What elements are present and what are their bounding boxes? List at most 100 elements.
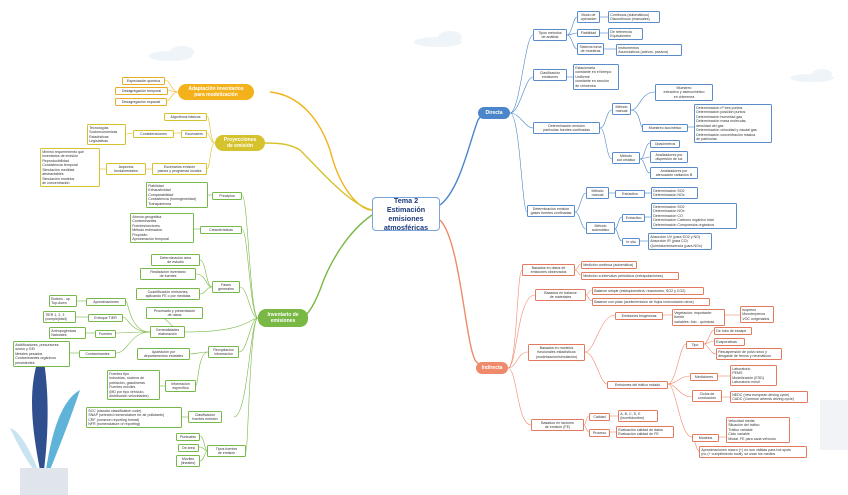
- node-contaminantes[interactable]: Contaminantes: [79, 350, 116, 358]
- node-principios[interactable]: Principios: [212, 192, 242, 200]
- node-mediciones[interactable]: Mediciones: [690, 373, 718, 381]
- node-resuspension[interactable]: Resuspensión de polvo seco y desgaste de…: [716, 348, 782, 361]
- node-analizadores-beta[interactable]: Analizadores por atenuación radiación B: [650, 167, 698, 180]
- node-aportacion-estatal[interactable]: Apartación por departamentos estatales: [137, 348, 190, 361]
- node-aspectos-values[interactable]: Mínimo requerimiento que inventarios de …: [40, 148, 100, 188]
- node-balance-plato[interactable]: Balance con plato (aceite/emisión de flu…: [592, 298, 710, 306]
- node-generalidades[interactable]: Generalidades elaboración: [150, 326, 185, 339]
- node-contaminantes-values[interactable]: Acidificadores, precursores ozono y GEI …: [13, 341, 70, 367]
- central-topic[interactable]: Tema 2 Estimación emisiones atmosféricas: [372, 196, 440, 232]
- node-aspectos[interactable]: Aspectos fundamentales: [106, 163, 146, 176]
- branch-indirecta[interactable]: Indirecta: [476, 362, 508, 374]
- node-opacimetros[interactable]: Opacímetros: [650, 140, 680, 148]
- node-balance-materiales[interactable]: Basados en balance de materiales: [535, 289, 586, 302]
- node-tipo[interactable]: Tipo: [686, 341, 704, 349]
- node-metodo-automatico[interactable]: Método aut omático: [612, 152, 640, 165]
- node-fase-cuantificacion[interactable]: Cuantificación emisiones, aplicando FE o…: [136, 288, 200, 301]
- node-especiacion[interactable]: Especiación química: [122, 77, 165, 85]
- node-clasificacion-fuentes[interactable]: Clasificación fuentes emisión: [188, 411, 222, 424]
- node-aproximaciones[interactable]: Aproximaciones: [86, 298, 126, 306]
- node-tipos-fuentes[interactable]: Tipos fuentes de emisión: [207, 445, 246, 458]
- node-particulas[interactable]: Determinación emisión partículas fuentes…: [533, 122, 600, 135]
- node-principios-values[interactable]: Fiabilidad Exhaustividad Comparabilidad …: [146, 182, 208, 208]
- node-caracteristicas[interactable]: Características: [200, 226, 242, 234]
- node-analizadores-luz[interactable]: Analizadores por dispersión de luz: [650, 151, 688, 164]
- node-fase-procesado[interactable]: Procesado y presentación de datos: [146, 307, 203, 320]
- node-modo-operacion[interactable]: Modo de operación: [577, 11, 600, 24]
- node-tipos-metodos[interactable]: Tipos métodos de análisis: [533, 29, 567, 42]
- branch-proyecciones[interactable]: Proyecciones de emisión: [215, 135, 265, 151]
- node-calidad[interactable]: Calidad: [589, 413, 610, 421]
- node-ciclos-conduccion[interactable]: Ciclos de conducción: [692, 390, 722, 403]
- node-algoritmos[interactable]: Algoritmos básicos: [164, 113, 207, 121]
- node-trafico[interactable]: Emisiones del tráfico rodado: [607, 381, 668, 389]
- node-tubo-escape[interactable]: De tubo de escape: [714, 327, 752, 335]
- node-modelos-trafico[interactable]: Modelos: [692, 434, 719, 442]
- node-calidad-values[interactable]: A, B, C, D, E (incertidumbre): [618, 410, 658, 423]
- node-aproximaciones-macro[interactable]: Aproximaciones macro (+) no son válidas …: [699, 446, 807, 459]
- node-clasificacion-values[interactable]: SCC (standar classification code) SNAP (…: [86, 407, 182, 429]
- branch-inventario[interactable]: Inventario de emisiones: [258, 309, 308, 327]
- node-ciclos-values[interactable]: NEDC (new european driving cycle) CADC (…: [730, 391, 808, 404]
- node-informacion-values[interactable]: Fuentes tipo Industrias, núcleos de pobl…: [107, 370, 160, 401]
- node-gases-extractivo-values[interactable]: Determinación SO2 Determinación NOx Dete…: [651, 203, 737, 229]
- node-caracteristicas-values[interactable]: Atomía geográfica Contaminantes Fuentes/…: [130, 213, 194, 244]
- node-gases-automatico[interactable]: Método automático: [586, 222, 615, 235]
- node-clasificacion-emisiones[interactable]: Clasificación emisiones: [533, 69, 567, 82]
- node-sistema-values[interactable]: Instrumentos Acumulativos (activos, pasi…: [616, 44, 682, 57]
- node-proceso-values[interactable]: Evaluación calidad de datos Evaluación c…: [616, 426, 674, 439]
- node-fase-area[interactable]: Determinación área de estudio: [151, 254, 200, 267]
- node-gases-extractivo-manual[interactable]: Extractivo: [615, 190, 645, 198]
- node-metodo-manual[interactable]: Método manual: [612, 103, 631, 116]
- node-fase-inventario-fuentes[interactable]: Realización inventario de fuentes: [140, 268, 196, 281]
- node-recopilacion[interactable]: Recopilación información: [208, 346, 239, 359]
- node-isocinetico-values[interactable]: Determinación nº tres puntos Determinaci…: [694, 104, 772, 144]
- node-puntuales[interactable]: Puntuales: [176, 433, 200, 441]
- branch-adaptacion[interactable]: Adaptación inventarios para modelización: [178, 84, 254, 100]
- node-escenarios-emision[interactable]: Escenarios emisión planes y programas lo…: [152, 163, 207, 176]
- node-informacion-especifica[interactable]: Información específica: [165, 380, 196, 393]
- node-modo-values[interactable]: Continuos (automáticos) Discontinuos (ma…: [608, 11, 660, 24]
- node-desagregacion-temporal[interactable]: Desagregación temporal: [115, 87, 168, 95]
- node-de-area[interactable]: De área: [178, 444, 199, 452]
- node-emisiones-biogenicas[interactable]: Emisiones biogénicas: [615, 312, 663, 320]
- node-enfoque-tier[interactable]: Enfoque TIER: [88, 314, 123, 322]
- node-mediciones-values[interactable]: Laboratorio PEMS Modelización (ESD) Labo…: [730, 365, 777, 387]
- node-muestreo-extractivo[interactable]: Muestreo extractivo y asimocinético en c…: [655, 84, 713, 101]
- node-desagregacion-espacial[interactable]: Desagregación espacial: [115, 98, 167, 106]
- node-in-situ-values[interactable]: Absorción UV (para SO2 y NO) Absorción I…: [648, 233, 712, 250]
- node-fuentes-values[interactable]: Antropogénicas Naturales: [49, 327, 86, 340]
- node-gases-extractivo-auto[interactable]: Extractivo: [622, 214, 645, 222]
- node-muestreo-isocinetico[interactable]: Muestreo isocinético: [642, 124, 688, 132]
- node-gases-manual-values[interactable]: Determinación SO2 Determinación NOx: [651, 187, 698, 200]
- node-tier-values[interactable]: TIER 1, 2, 3 (complejidad): [43, 311, 76, 324]
- node-in-situ[interactable]: In situ: [622, 238, 640, 246]
- node-datos-observados[interactable]: Basados en datos de emisiones observados: [522, 264, 575, 277]
- node-fiabilidad-values[interactable]: De referencia Equivalentes: [608, 28, 643, 41]
- node-escenarios[interactable]: Escenarios: [181, 130, 207, 138]
- node-fuentes[interactable]: Fuentes: [95, 330, 116, 338]
- plant-decoration: [10, 350, 80, 495]
- node-balance-simple[interactable]: Balance simple (estequiometría, reaccion…: [592, 287, 704, 295]
- node-medicion-periodica[interactable]: Medición a intervalos periódicos (extrap…: [581, 272, 679, 280]
- node-factores-emision[interactable]: Basados en factores de emisión (FE): [531, 419, 584, 432]
- node-biogenicas-values[interactable]: Isopreno Monoterpenos VOC oxigenados: [740, 306, 774, 323]
- node-aproximaciones-values[interactable]: Bottom - up Top-down: [49, 295, 77, 308]
- branch-directa[interactable]: Directa: [478, 107, 510, 119]
- node-modelos-values[interactable]: Velocidad media Situación del tráfico Tr…: [726, 417, 790, 443]
- node-sistema-muestras[interactable]: Sistema toma de muestras: [577, 43, 604, 56]
- node-evaporativas[interactable]: Evaporativas: [714, 338, 745, 346]
- node-fases-generales[interactable]: Fases generales: [212, 281, 240, 294]
- node-moviles[interactable]: Móviles (lineales): [176, 455, 200, 468]
- node-vegetacion[interactable]: Vegetación: importante: fuente variables…: [672, 309, 725, 326]
- node-gases-manual[interactable]: Método manual: [586, 187, 609, 200]
- node-modelos-funcionales[interactable]: Basados en modelos funcionales estadísti…: [528, 344, 585, 361]
- node-clasificacion-values[interactable]: Estacionaria constante en el tiempo Unif…: [573, 64, 619, 90]
- node-consideraciones-values[interactable]: Tecnologías Socioeconómicas Estadísticas…: [87, 124, 126, 146]
- node-consideraciones[interactable]: Consideraciones: [133, 130, 174, 138]
- node-fiabilidad[interactable]: Fiabilidad: [577, 29, 600, 37]
- node-medicion-continua[interactable]: Medición continua (automática): [581, 261, 637, 269]
- node-gases[interactable]: Determinación emisión gases fuentes conf…: [527, 205, 575, 218]
- node-proceso[interactable]: Proceso: [589, 429, 610, 437]
